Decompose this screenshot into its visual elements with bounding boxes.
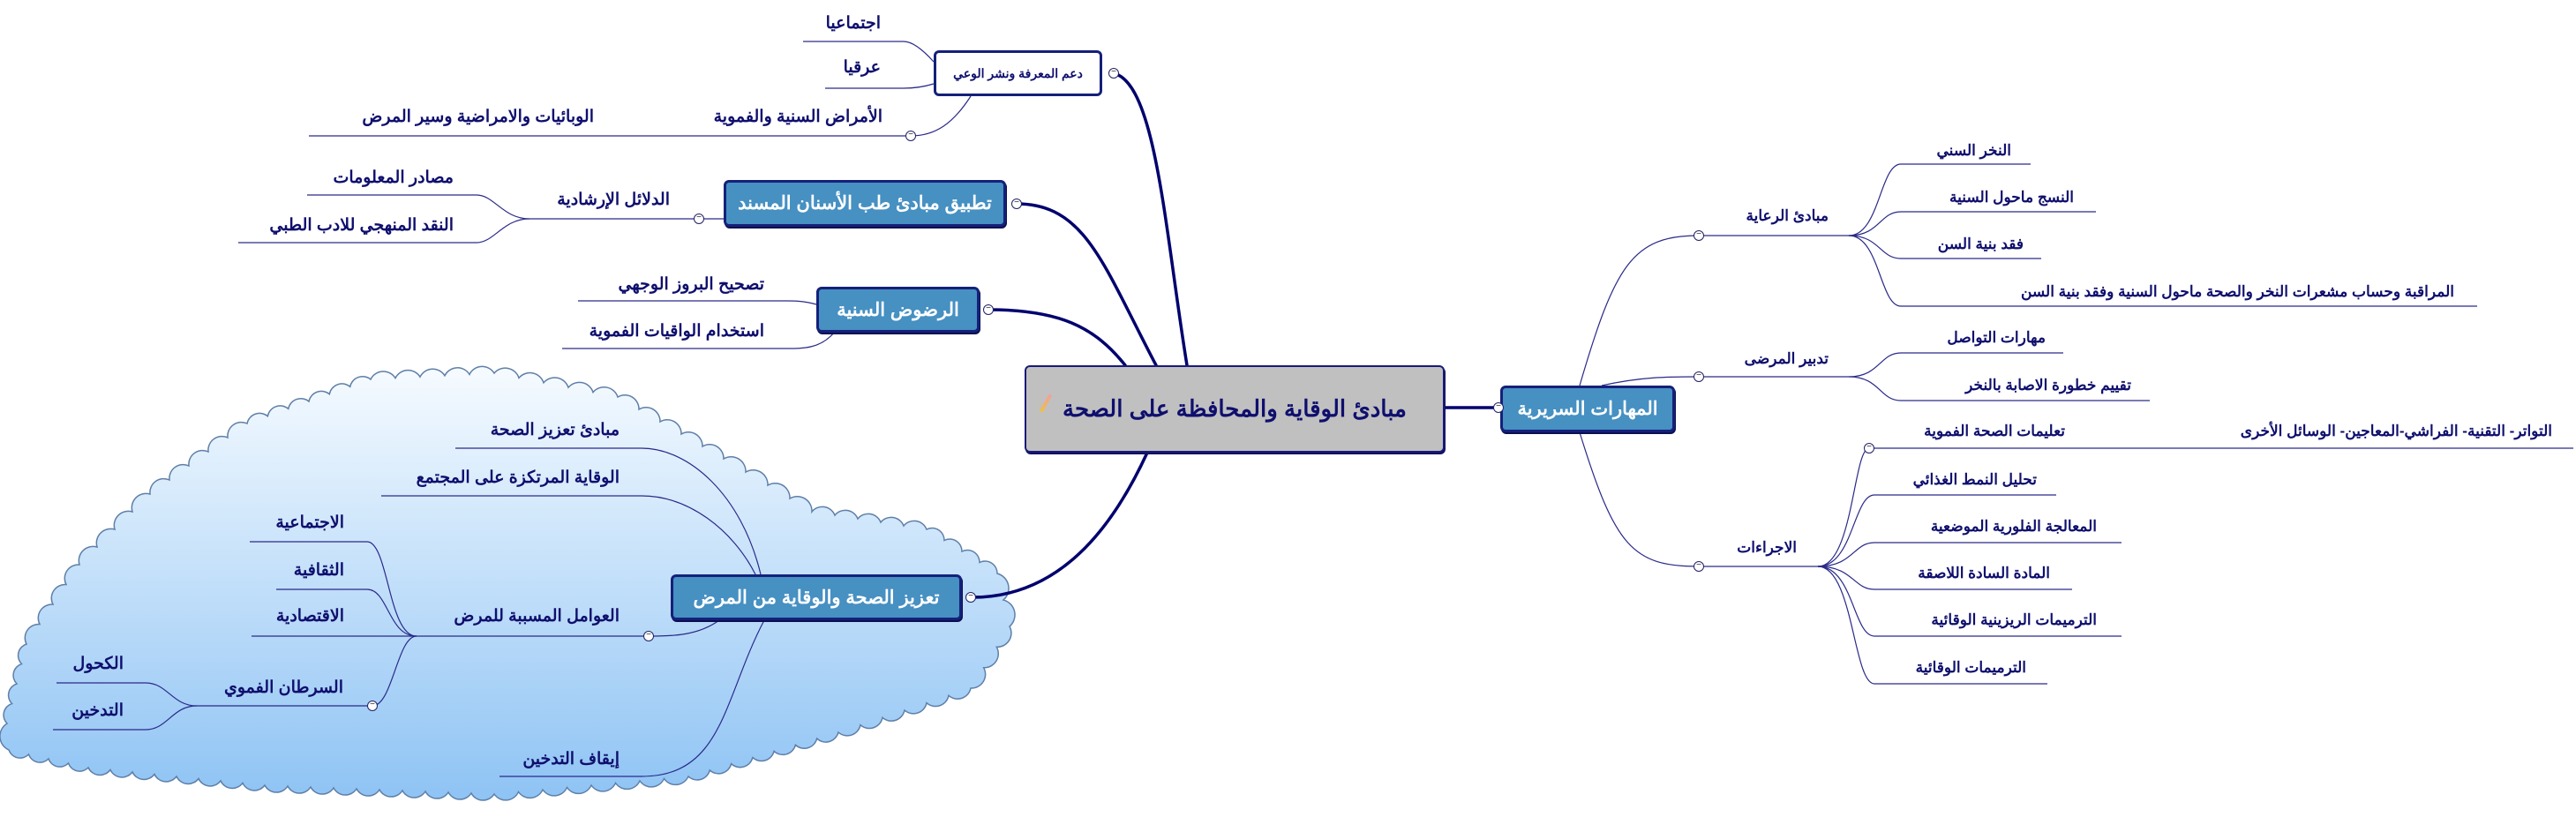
central-topic[interactable]: مبادئ الوقاية والمحافظة على الصحة [1025,365,1445,453]
awareness-node[interactable]: دعم المعرفة ونشر الوعي [934,50,1102,96]
leaf-social-factor[interactable]: الاجتماعية [275,513,344,532]
collapse-toggle[interactable]: − [1694,230,1704,241]
leaf-oral-diseases[interactable]: الأمراض السنية والفموية [713,108,882,126]
leaf-caries[interactable]: النخر السني [1936,142,2011,159]
leaf-critical-appraisal[interactable]: النقد المنهجي للادب الطبي [269,216,454,235]
leaf-oral-hygiene[interactable]: تعليمات الصحة الفموية [1924,423,2065,439]
leaf-community-prevention[interactable]: الوقاية المرتكزة على المجتمع [416,468,620,487]
leaf-epidemiology[interactable]: الوبائيات والامراضية وسير المرض [362,108,594,126]
collapse-toggle[interactable]: − [1493,402,1504,413]
leaf-communication[interactable]: مهارات التواصل [1947,329,2046,346]
collapse-toggle[interactable]: − [694,214,704,224]
collapse-toggle[interactable]: − [1108,68,1119,79]
leaf-guidelines[interactable]: الدلائل الإرشادية [557,191,670,209]
leaf-health-promotion-principles[interactable]: مبادئ تعزيز الصحة [490,421,620,439]
leaf-economic-factor[interactable]: الاقتصادية [275,607,344,626]
leaf-tooth-wear[interactable]: فقد بنية السن [1937,236,2024,252]
leaf-mouthguards[interactable]: استخدام الواقيات الفموية [589,322,764,341]
leaf-periodontal[interactable]: النسج ماحول السنية [1949,189,2074,206]
collapse-toggle[interactable]: − [905,131,916,141]
leaf-overjet-correction[interactable]: تصحيح البروز الوجهي [618,275,764,294]
cloud-boundary [0,365,1016,801]
clinical-skills-label: المهارات السريرية [1517,399,1658,419]
collapse-toggle[interactable]: − [1694,561,1704,572]
leaf-alcohol[interactable]: الكحول [72,655,124,673]
leaf-oral-cancer[interactable]: السرطان الفموي [224,678,343,697]
trauma-label: الرضوض السنية [837,299,959,320]
ebd-label: تطبيق مبادئ طب الأسنان المسند [738,193,992,214]
main-branches [971,71,1502,599]
collapse-toggle[interactable]: − [1694,371,1704,382]
collapse-toggle[interactable]: − [965,592,976,603]
leaf-care-principles[interactable]: مبادئ الرعاية [1746,207,1829,224]
promotion-node[interactable]: تعزيز الصحة والوقاية من المرض [671,574,962,620]
collapse-toggle[interactable]: − [367,701,378,711]
leaf-diet-analysis[interactable]: تحليل النمط الغذائي [1912,471,2037,488]
ebd-node[interactable]: تطبيق مبادئ طب الأسنان المسند [724,180,1006,227]
trauma-node[interactable]: الرضوض السنية [816,287,980,333]
leaf-procedures[interactable]: الاجراءات [1737,539,1797,556]
collapse-toggle[interactable]: − [1864,443,1874,453]
leaf-info-sources[interactable]: مصادر المعلومات [333,169,454,187]
collapse-toggle[interactable]: − [643,631,654,641]
leaf-smoking-cessation[interactable]: إيقاف التدخين [522,750,620,768]
collapse-toggle[interactable]: − [983,304,994,315]
clinical-skills-node[interactable]: المهارات السريرية [1500,386,1675,432]
leaf-smoking[interactable]: التدخين [71,701,124,720]
collapse-toggle[interactable]: − [1011,199,1022,209]
leaf-caries-risk[interactable]: تقييم خطورة الاصابة بالنخر [1965,377,2131,394]
leaf-cultural-factor[interactable]: الثقافية [293,561,344,580]
leaf-oral-hygiene-details[interactable]: التواتر- التقنية- الفراشي-المعاجين- الوس… [2240,423,2552,439]
leaf-causal-factors[interactable]: العوامل المسببة للمرض [454,607,620,626]
central-topic-label: مبادئ الوقاية والمحافظة على الصحة [1063,395,1407,422]
leaf-fissure-sealant[interactable]: المادة السادة اللاصقة [1918,565,2050,581]
leaf-preventive-resin[interactable]: الترميمات الريزينية الوقائية [1931,611,2097,628]
promotion-label: تعزيز الصحة والوقاية من المرض [693,587,940,608]
leaf-topical-fluoride[interactable]: المعالجة الفلورية الموضعية [1930,518,2097,535]
leaf-patient-management[interactable]: تدبير المرضى [1744,350,1829,367]
leaf-ethnic[interactable]: عرقيا [843,58,881,77]
leaf-monitoring-indices[interactable]: المراقبة وحساب مشعرات النخر والصحة ماحول… [2020,283,2454,300]
pencil-icon [1039,394,1053,413]
leaf-preventive-restorations[interactable]: الترميمات الوقائية [1915,659,2026,676]
awareness-label: دعم المعرفة ونشر الوعي [953,65,1083,80]
leaf-social[interactable]: اجتماعيا [825,14,881,33]
